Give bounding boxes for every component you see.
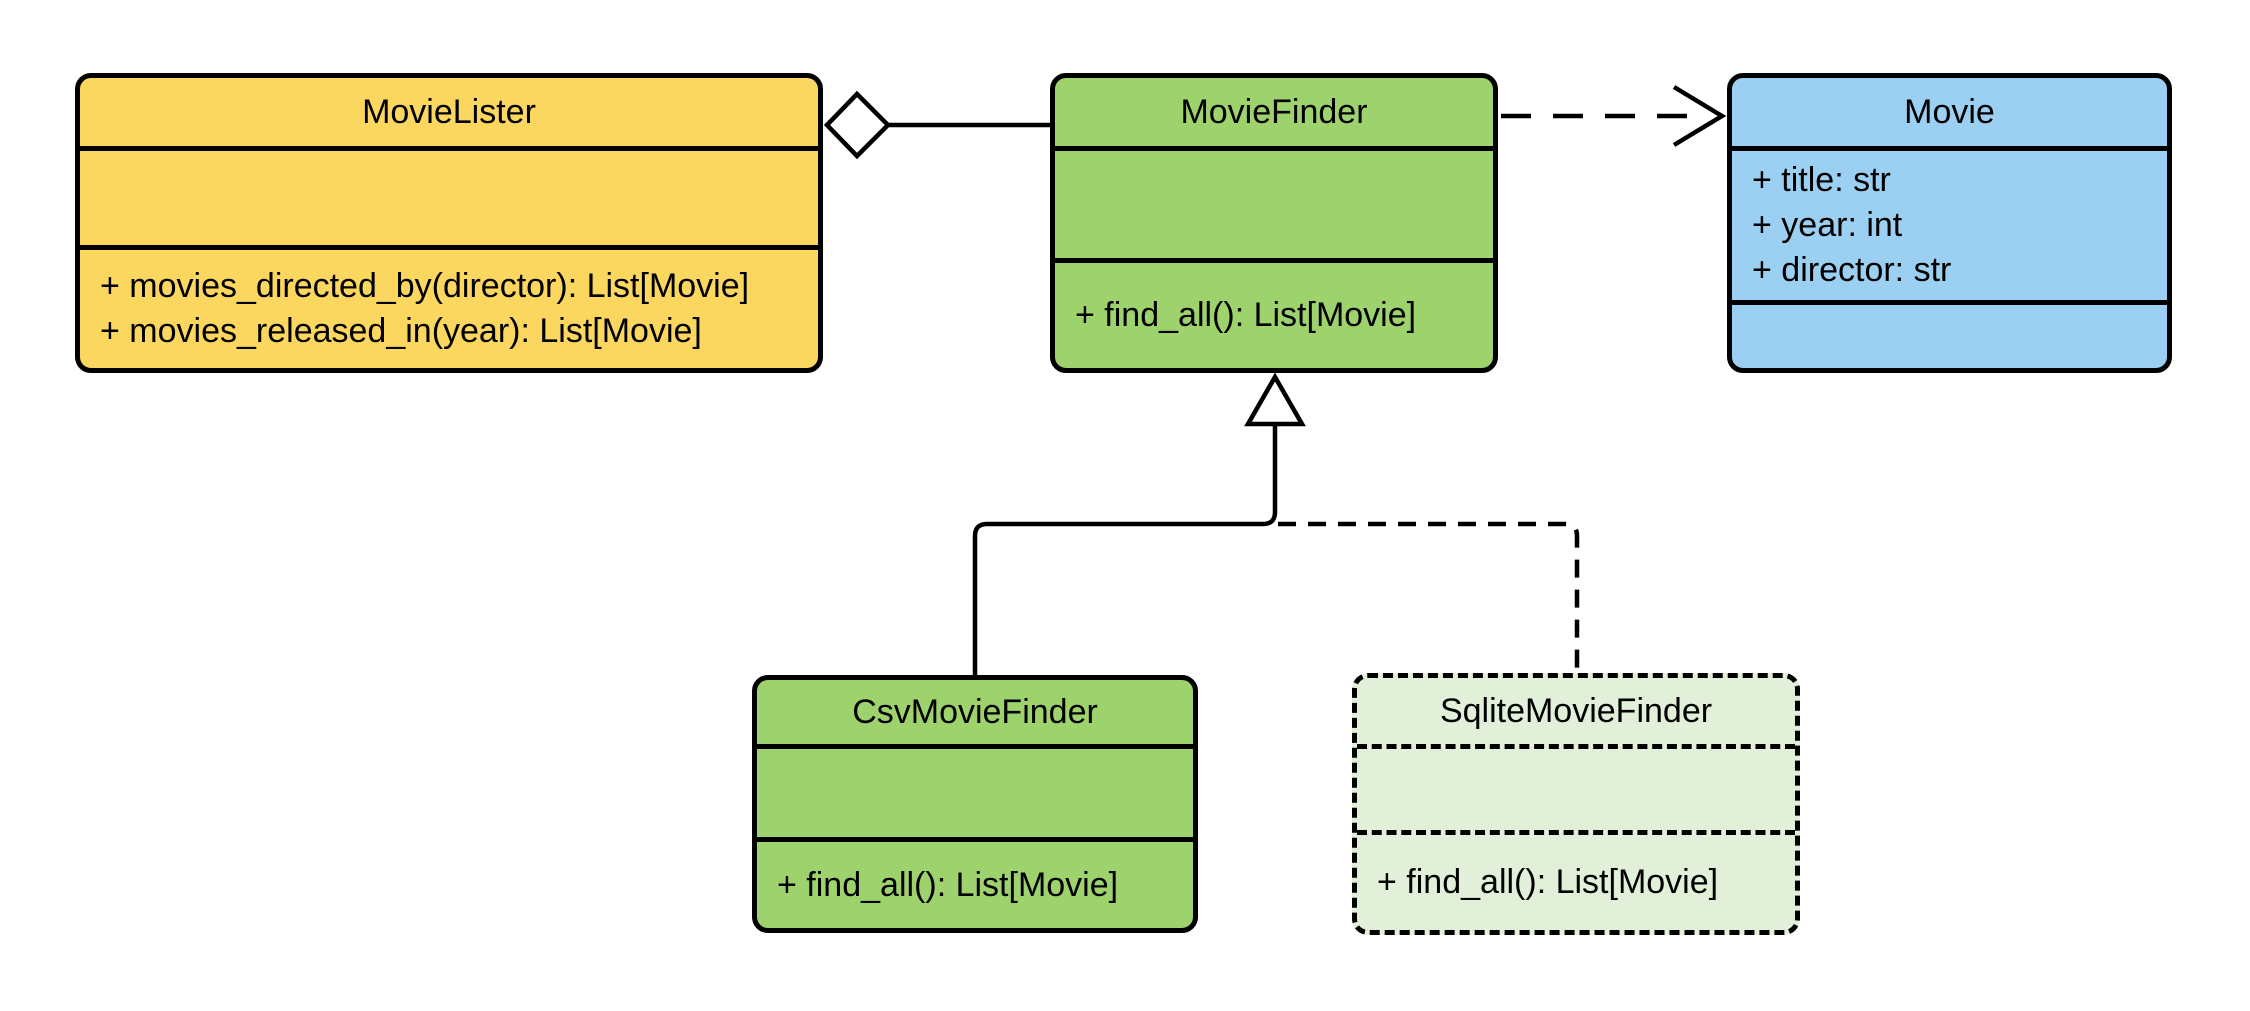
- attributes-compartment: [757, 744, 1193, 837]
- attribute-row: + director: str: [1752, 251, 1952, 289]
- class-name: MovieFinder: [1180, 92, 1368, 131]
- inheritance-connector-solid: [972, 424, 1278, 678]
- method-row: + movies_released_in(year): List[Movie]: [100, 312, 702, 350]
- class-title-compartment: CsvMovieFinder: [757, 680, 1193, 744]
- methods-compartment: + find_all(): List[Movie]: [757, 837, 1193, 928]
- class-name: CsvMovieFinder: [852, 692, 1098, 731]
- class-box-moviefinder: MovieFinder + find_all(): List[Movie]: [1050, 73, 1498, 373]
- class-title-compartment: MovieFinder: [1055, 78, 1493, 146]
- methods-compartment: + movies_directed_by(director): List[Mov…: [80, 245, 818, 368]
- hollow-triangle-icon: [1244, 372, 1306, 427]
- inheritance-connector-dashed: [1278, 521, 1580, 676]
- hollow-diamond-icon: [823, 90, 892, 160]
- attributes-compartment: [1055, 146, 1493, 258]
- method-row: + movies_directed_by(director): List[Mov…: [100, 267, 750, 305]
- methods-compartment: + find_all(): List[Movie]: [1357, 830, 1795, 930]
- class-name: MovieLister: [362, 92, 536, 131]
- class-box-sqlitemoviefinder: SqliteMovieFinder + find_all(): List[Mov…: [1352, 673, 1800, 935]
- method-row: + find_all(): List[Movie]: [1075, 296, 1417, 334]
- attributes-compartment: [1357, 744, 1795, 830]
- attribute-row: + year: int: [1752, 206, 1903, 244]
- methods-compartment: + find_all(): List[Movie]: [1055, 258, 1493, 368]
- method-row: + find_all(): List[Movie]: [1377, 863, 1719, 901]
- attributes-compartment: [80, 146, 818, 245]
- methods-compartment: [1732, 300, 2167, 368]
- class-box-csvmoviefinder: CsvMovieFinder + find_all(): List[Movie]: [752, 675, 1198, 933]
- class-title-compartment: MovieLister: [80, 78, 818, 146]
- class-name: Movie: [1904, 92, 1995, 131]
- class-box-movie: Movie + title: str + year: int + directo…: [1727, 73, 2172, 373]
- class-name: SqliteMovieFinder: [1439, 691, 1713, 730]
- class-box-movielister: MovieLister + movies_directed_by(directo…: [75, 73, 823, 373]
- open-arrowhead-icon: [1672, 85, 1727, 147]
- class-title-compartment: SqliteMovieFinder: [1357, 678, 1795, 744]
- attributes-compartment: + title: str + year: int + director: str: [1732, 146, 2167, 300]
- attribute-row: + title: str: [1752, 161, 1891, 199]
- class-title-compartment: Movie: [1732, 78, 2167, 146]
- method-row: + find_all(): List[Movie]: [777, 865, 1119, 904]
